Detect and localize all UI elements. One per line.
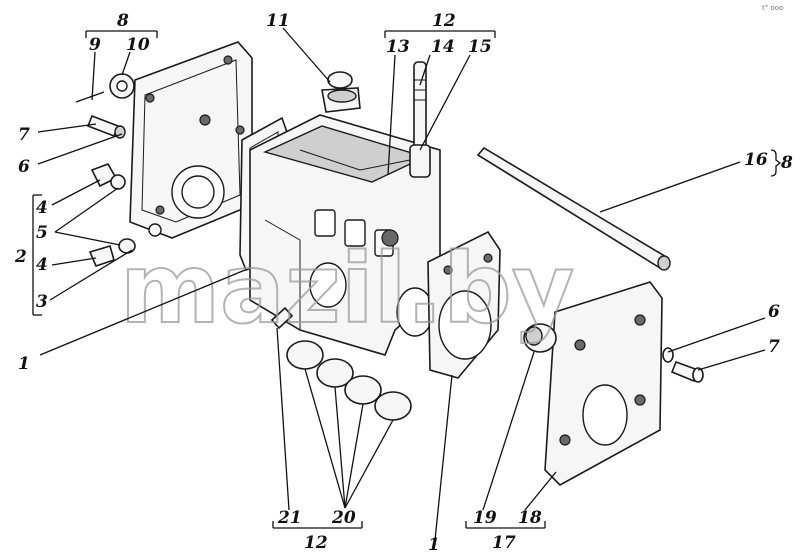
front-cover-18 <box>544 281 663 486</box>
plug-11 <box>321 71 361 113</box>
label-3: 3 <box>36 292 48 312</box>
watermark-text: mazil.by <box>120 233 574 345</box>
label-19: 19 <box>473 508 497 528</box>
label-20: 20 <box>331 508 356 528</box>
label-10: 10 <box>126 35 150 55</box>
label-4-bottom: 4 <box>36 255 48 275</box>
label-16: 16 <box>744 150 768 170</box>
label-5: 5 <box>36 223 48 243</box>
label-7-left: 7 <box>18 125 30 145</box>
label-8-top: 8 <box>116 11 129 31</box>
label-13: 13 <box>386 37 410 57</box>
fitting-10 <box>109 73 135 99</box>
pin-21 <box>270 306 294 330</box>
label-14: 14 <box>431 37 455 57</box>
main-housing <box>249 114 441 356</box>
gasket-right <box>427 230 501 379</box>
label-11: 11 <box>266 11 290 31</box>
label-15: 15 <box>468 37 492 57</box>
label-6-left: 6 <box>18 157 30 177</box>
wire-9 <box>75 91 105 103</box>
callout-labels: 8 9 10 11 12 13 14 15 7 6 4 5 2 4 3 1 16… <box>14 11 793 555</box>
corner-mark: t° ooo <box>762 4 783 12</box>
bolt-7-right <box>670 360 704 383</box>
bushing-15 <box>409 144 431 178</box>
shaft-16 <box>476 146 671 271</box>
rear-cover <box>129 41 253 239</box>
plug-4-top <box>90 163 126 190</box>
plug-4-bottom <box>88 238 136 267</box>
label-4-top: 4 <box>36 198 48 218</box>
label-6-right: 6 <box>768 302 780 322</box>
plug-19 <box>523 323 557 353</box>
label-9: 9 <box>89 35 101 55</box>
label-7-right: 7 <box>768 337 780 357</box>
label-17: 17 <box>492 533 516 553</box>
label-18: 18 <box>518 508 542 528</box>
label-21: 21 <box>277 508 302 528</box>
label-12-bottom: 12 <box>304 533 328 553</box>
label-1-bottom: 1 <box>428 535 440 555</box>
label-1-left: 1 <box>18 354 30 374</box>
label-8-right: 8 <box>780 153 793 173</box>
label-12-top: 12 <box>432 11 456 31</box>
leader-lines <box>32 27 782 541</box>
label-2: 2 <box>14 247 27 267</box>
pistons-20 <box>286 340 412 421</box>
